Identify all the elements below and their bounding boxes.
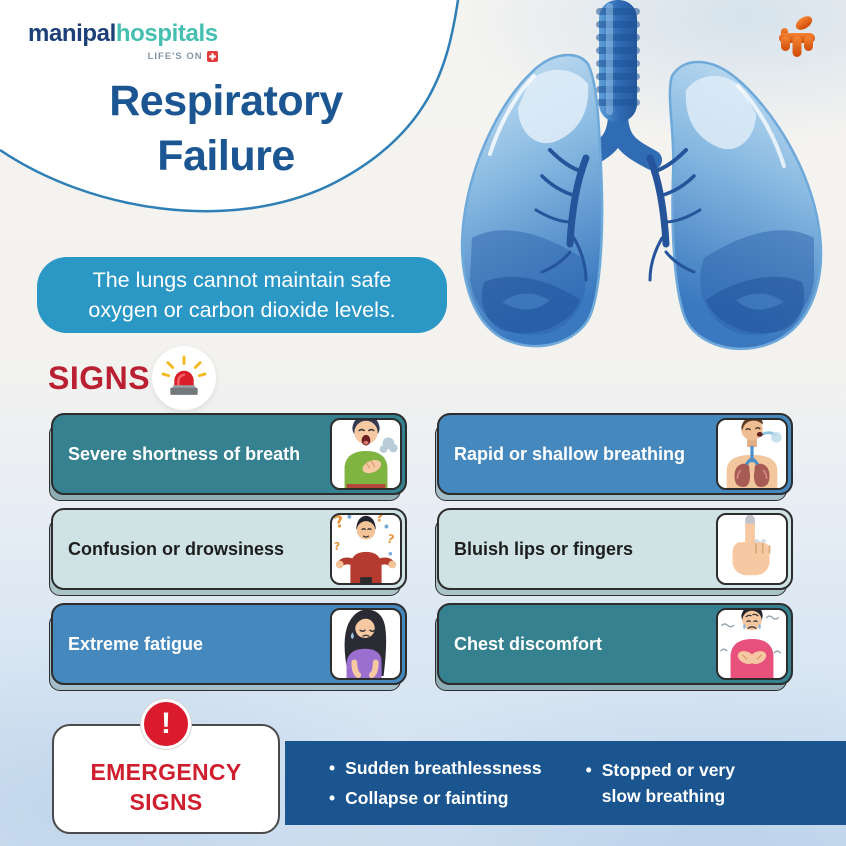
svg-text:?: ? — [332, 513, 346, 532]
emergency-heading: EMERGENCY SIGNS — [90, 759, 242, 815]
emergency-banner: • Sudden breathlessness • Collapse or fa… — [285, 741, 846, 825]
manipal-mark-icon — [779, 16, 815, 57]
man-short-of-breath-icon — [330, 418, 402, 490]
bullet-item: • Collapse or fainting — [329, 785, 542, 811]
confused-man-icon: ? ? ? ? — [330, 513, 402, 585]
page-title: Respiratory Failure — [109, 77, 343, 180]
bullet-column-left: • Sudden breathlessness • Collapse or fa… — [329, 755, 542, 812]
lifes-on-cross-icon — [206, 51, 218, 62]
lungs-illustration — [460, 0, 823, 351]
bullet-text: Stopped or very slow breathing — [601, 759, 735, 806]
sign-card-bluish-lips: Bluish lips or fingers — [437, 508, 793, 590]
bullet-dot: • — [329, 757, 336, 778]
bullet-text: Sudden breathlessness — [345, 757, 542, 778]
signs-heading-row: SIGNS — [48, 346, 217, 410]
sign-card-label: Bluish lips or fingers — [454, 538, 634, 559]
sign-card-confusion: Confusion or drowsiness ? ? ? ? — [51, 508, 407, 590]
intro-banner: The lungs cannot maintain safe oxygen or… — [37, 257, 447, 333]
emergency-alert-icon: ! — [141, 699, 191, 749]
intro-text: The lungs cannot maintain safe oxygen or… — [88, 267, 396, 322]
bullet-text: Collapse or fainting — [345, 788, 509, 808]
sign-card-label: Severe shortness of breath — [68, 443, 301, 464]
svg-text:?: ? — [334, 540, 340, 553]
sign-card-label: Extreme fatigue — [68, 633, 204, 654]
sign-card-label: Confusion or drowsiness — [68, 538, 285, 559]
pointing-finger-icon — [716, 513, 788, 585]
signs-heading: SIGNS — [48, 359, 151, 396]
signs-grid: Severe shortness of breath Rapid or shal… — [51, 413, 793, 685]
sign-card-chest-discomfort: Chest discomfort — [437, 603, 793, 685]
tired-woman-icon — [330, 608, 402, 680]
brand-name-secondary: hospitals — [115, 20, 218, 47]
svg-text:?: ? — [376, 513, 384, 526]
sign-card-severe-shortness: Severe shortness of breath — [51, 413, 407, 495]
sign-card-label: Rapid or shallow breathing — [454, 443, 686, 464]
svg-text:?: ? — [386, 531, 396, 546]
header-curve — [0, 0, 460, 213]
bullet-column-right: • Stopped or very slow breathing — [586, 757, 754, 810]
brand-name-primary: manipal — [28, 20, 116, 47]
bullet-item: • Sudden breathlessness — [329, 755, 542, 781]
bullet-dot: • — [585, 759, 592, 780]
bullet-item: • Stopped or very slow breathing — [586, 757, 754, 810]
emergency-box: ! EMERGENCY SIGNS — [52, 699, 280, 834]
sign-card-rapid-breathing: Rapid or shallow breathing — [437, 413, 793, 495]
man-breathing-lungs-icon — [716, 418, 788, 490]
brand-logo: manipalhospitals LIFE'S ON — [28, 22, 218, 62]
siren-icon — [152, 346, 217, 410]
bullet-dot: • — [329, 788, 336, 808]
sign-card-extreme-fatigue: Extreme fatigue — [51, 603, 407, 685]
brand-tagline: LIFE'S ON — [147, 50, 203, 62]
chest-pain-man-icon — [716, 608, 788, 680]
alert-glyph: ! — [161, 707, 171, 740]
sign-card-label: Chest discomfort — [454, 633, 603, 654]
